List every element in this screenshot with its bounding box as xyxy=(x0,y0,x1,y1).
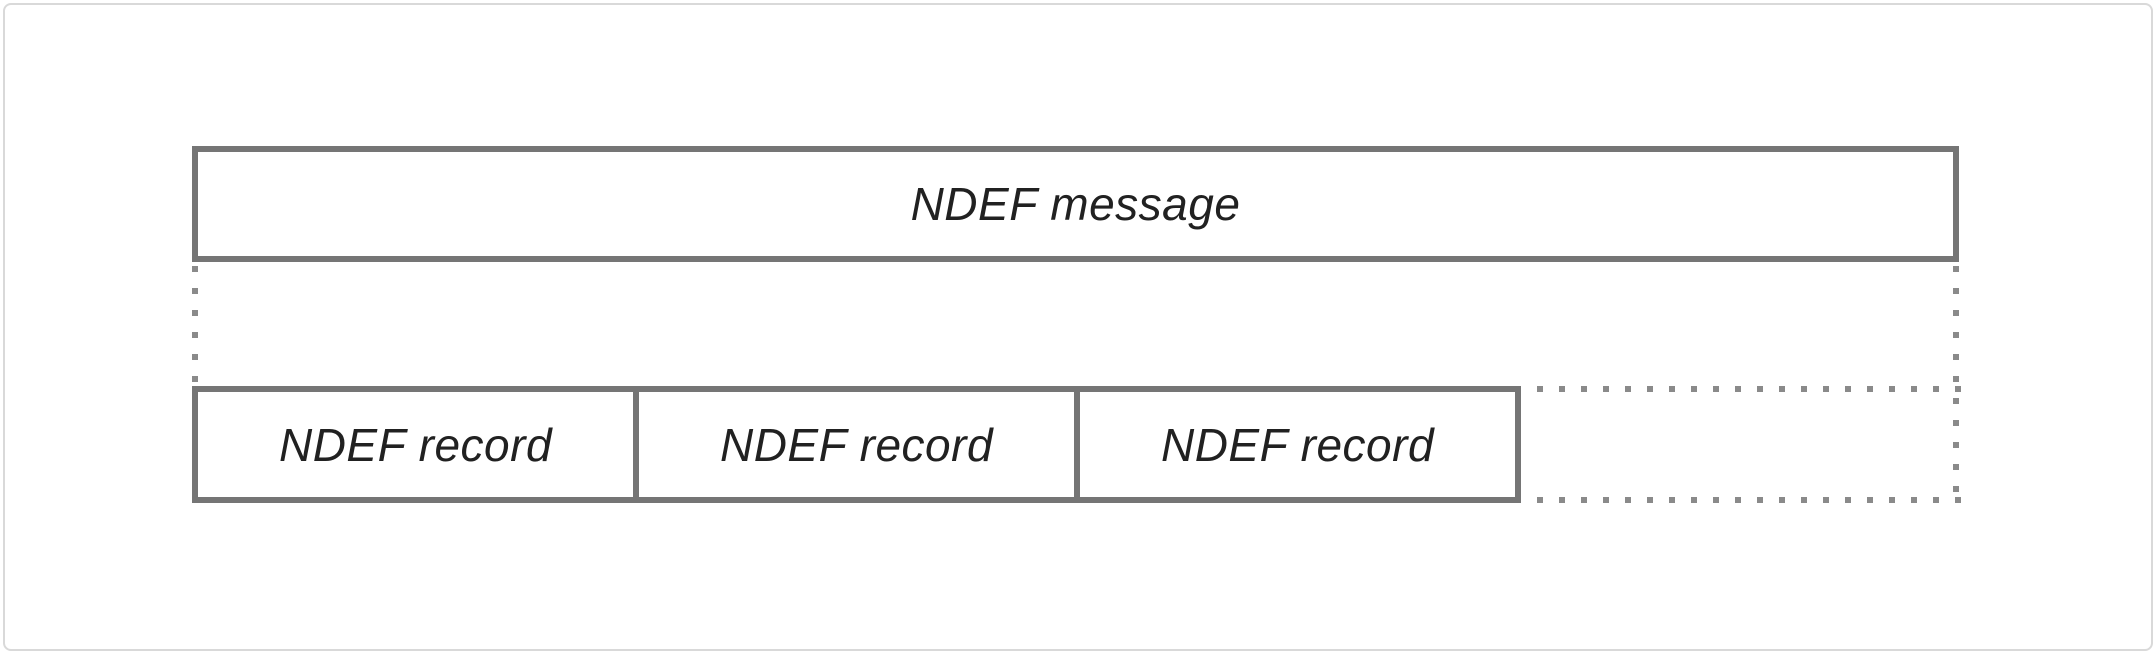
ndef-record-box-3: NDEF record xyxy=(1074,386,1521,503)
ndef-message-box: NDEF message xyxy=(192,146,1959,262)
dotted-connector-left xyxy=(192,266,198,382)
dotted-continuation-bottom xyxy=(1537,497,1961,503)
ndef-record-box-1: NDEF record xyxy=(192,386,639,503)
ndef-record-label: NDEF record xyxy=(1160,418,1435,471)
ndef-record-box-2: NDEF record xyxy=(633,386,1080,503)
figure-frame xyxy=(3,3,2153,651)
ndef-message-label: NDEF message xyxy=(910,178,1241,230)
ndef-record-label: NDEF record xyxy=(278,418,553,471)
dotted-continuation-top xyxy=(1537,386,1961,392)
ndef-record-label: NDEF record xyxy=(719,418,994,471)
